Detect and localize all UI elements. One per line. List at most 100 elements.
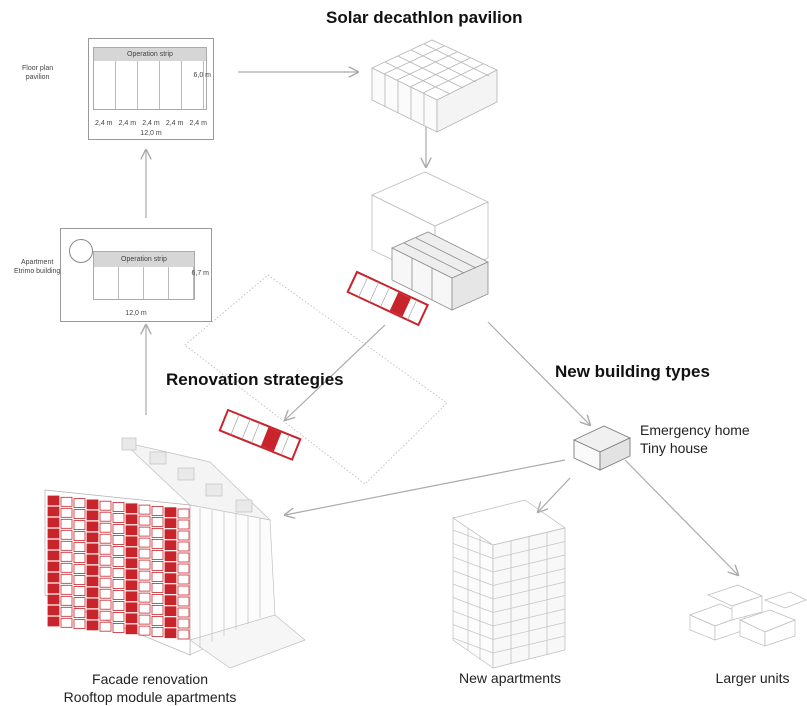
facade-panel xyxy=(47,583,60,594)
apartment-label-line1: Apartment xyxy=(21,259,54,266)
facade-panel xyxy=(47,528,60,539)
facade-panel xyxy=(60,573,73,584)
facade-panel xyxy=(138,570,151,581)
facade-panel xyxy=(99,566,112,577)
plan-modules xyxy=(93,61,207,110)
facade-panel xyxy=(86,510,99,521)
facade-panel xyxy=(112,623,125,633)
facade-panel xyxy=(112,579,125,589)
facade-panel xyxy=(164,595,177,606)
facade-panel xyxy=(112,612,125,622)
facade-panel xyxy=(125,580,138,591)
facade-panel xyxy=(47,594,60,605)
facade-panel xyxy=(112,601,125,611)
facade-panel xyxy=(151,505,164,516)
apartment-floor-line xyxy=(452,568,566,586)
apartments-floors xyxy=(452,527,566,654)
facade-panel xyxy=(86,499,99,510)
facade-panel xyxy=(151,594,164,604)
facade-panel xyxy=(112,513,125,523)
small-module-caption: Emergency home Tiny house xyxy=(640,421,750,457)
facade-panel xyxy=(60,507,73,518)
facade-panel xyxy=(99,621,112,632)
facade-panel xyxy=(138,625,151,636)
facade-panel xyxy=(73,597,86,607)
facade-panel xyxy=(138,559,151,570)
facade-panel xyxy=(125,624,138,635)
facade-panel xyxy=(86,543,99,554)
facade-panel xyxy=(99,555,112,566)
facade-panel xyxy=(112,590,125,600)
facade-panel xyxy=(86,532,99,543)
facade-panel xyxy=(177,585,190,596)
facade-panel xyxy=(164,518,177,529)
pavilion-isometric xyxy=(371,39,498,133)
facade-panel xyxy=(151,528,164,538)
facade-panel xyxy=(60,551,73,562)
apartment-total-dim: 12,0 m xyxy=(125,310,147,317)
facade-panel xyxy=(99,522,112,533)
facade-panel xyxy=(177,530,190,541)
apartment-floor-line xyxy=(452,581,566,600)
facade-panel xyxy=(125,558,138,569)
facade-panel xyxy=(125,613,138,624)
facade-panel xyxy=(47,495,60,506)
facade-panel xyxy=(138,515,151,526)
facade-panel xyxy=(73,531,86,541)
facade-panel xyxy=(112,502,125,512)
facade-panel xyxy=(112,546,125,556)
facade-panel xyxy=(151,550,164,560)
small-module-line2: Tiny house xyxy=(640,440,708,456)
dim-4: 2,4 m xyxy=(165,120,184,127)
apartment-rooms xyxy=(93,267,195,300)
floor-plan-label: Floor plan pavilion xyxy=(22,64,53,82)
apartment-floor-line xyxy=(452,527,566,546)
facade-panel xyxy=(177,607,190,618)
facade-panel xyxy=(73,619,86,629)
facade-panel xyxy=(73,564,86,574)
apartment-floor-line xyxy=(452,554,566,573)
title-renovation: Renovation strategies xyxy=(166,370,344,389)
facade-panel xyxy=(164,606,177,617)
apartment-label-line2: Etrimo building xyxy=(14,268,61,275)
facade-panel xyxy=(177,541,190,552)
arrow-small-to-facade xyxy=(285,459,566,515)
small-module xyxy=(572,425,632,471)
facade-panel xyxy=(125,591,138,602)
facade-panel xyxy=(47,506,60,517)
facade-panel xyxy=(99,610,112,621)
facade-panel xyxy=(73,542,86,552)
facade-panel xyxy=(177,563,190,574)
apartments-caption: New apartments xyxy=(459,670,561,686)
facade-panel xyxy=(60,584,73,595)
facade-panel xyxy=(177,552,190,563)
facade-panel xyxy=(47,561,60,572)
facade-panel xyxy=(151,539,164,549)
facade-panel xyxy=(60,595,73,606)
facade-panel xyxy=(86,620,99,631)
facade-panel xyxy=(164,617,177,628)
facade-panel xyxy=(86,554,99,565)
facade-panel xyxy=(99,511,112,522)
facade-panel xyxy=(138,504,151,515)
facade-panel xyxy=(47,605,60,616)
facade-panel xyxy=(99,544,112,555)
facade-panel xyxy=(151,517,164,527)
facade-panel xyxy=(164,551,177,562)
facade-caption: Facade renovation Rooftop module apartme… xyxy=(40,670,260,706)
facade-panel xyxy=(86,576,99,587)
facade-panel xyxy=(151,572,164,582)
dim-5: 2,4 m xyxy=(189,120,207,127)
facade-panel xyxy=(99,533,112,544)
apartment-plan: Operation strip 12,0 m 6,7 m xyxy=(60,228,212,322)
facade-panel xyxy=(99,599,112,610)
dim-1: 2,4 m xyxy=(95,120,113,127)
facade-panel xyxy=(151,627,164,637)
facade-panel xyxy=(47,517,60,528)
stair-circle xyxy=(69,239,93,263)
facade-panel xyxy=(177,574,190,585)
facade-panel xyxy=(86,565,99,576)
facade-panel xyxy=(86,521,99,532)
facade-panel xyxy=(151,605,164,615)
